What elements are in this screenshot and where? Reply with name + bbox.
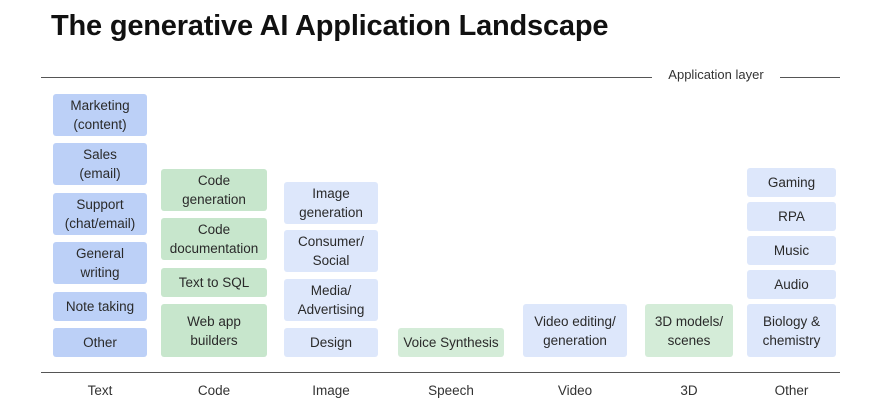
speech-item-voice-synthesis: Voice Synthesis — [398, 328, 504, 357]
other-item-biology-chemistry: Biology & chemistry — [747, 304, 836, 357]
code-item-documentation: Code documentation — [161, 218, 267, 260]
text-item-marketing: Marketing (content) — [53, 94, 147, 136]
image-item-generation: Image generation — [284, 182, 378, 224]
text-item-support: Support (chat/email) — [53, 193, 147, 235]
image-item-design: Design — [284, 328, 378, 357]
category-label-other: Other — [774, 383, 809, 398]
category-label-speech: Speech — [428, 383, 474, 398]
3d-item-models-scenes: 3D models/ scenes — [645, 304, 733, 357]
text-item-other: Other — [53, 328, 147, 357]
category-label-3d: 3D — [680, 383, 698, 398]
text-item-sales: Sales (email) — [53, 143, 147, 185]
category-label-image: Image — [312, 383, 350, 398]
category-label-video: Video — [557, 383, 593, 398]
bottom-divider — [41, 372, 840, 373]
other-item-rpa: RPA — [747, 202, 836, 231]
other-item-gaming: Gaming — [747, 168, 836, 197]
category-label-code: Code — [197, 383, 231, 398]
top-divider-left — [41, 77, 652, 78]
application-layer-label: Application layer — [668, 67, 764, 82]
other-item-audio: Audio — [747, 270, 836, 299]
text-item-general-writing: General writing — [53, 242, 147, 284]
page-title: The generative AI Application Landscape — [51, 10, 609, 42]
code-item-web-app-builders: Web app builders — [161, 304, 267, 357]
image-item-media-advertising: Media/ Advertising — [284, 279, 378, 321]
other-item-music: Music — [747, 236, 836, 265]
top-divider-right — [780, 77, 840, 78]
video-item-editing-generation: Video editing/ generation — [523, 304, 627, 357]
text-item-note-taking: Note taking — [53, 292, 147, 321]
code-item-text-to-sql: Text to SQL — [161, 268, 267, 297]
category-label-text: Text — [87, 383, 113, 398]
code-item-generation: Code generation — [161, 169, 267, 211]
image-item-consumer-social: Consumer/ Social — [284, 230, 378, 272]
